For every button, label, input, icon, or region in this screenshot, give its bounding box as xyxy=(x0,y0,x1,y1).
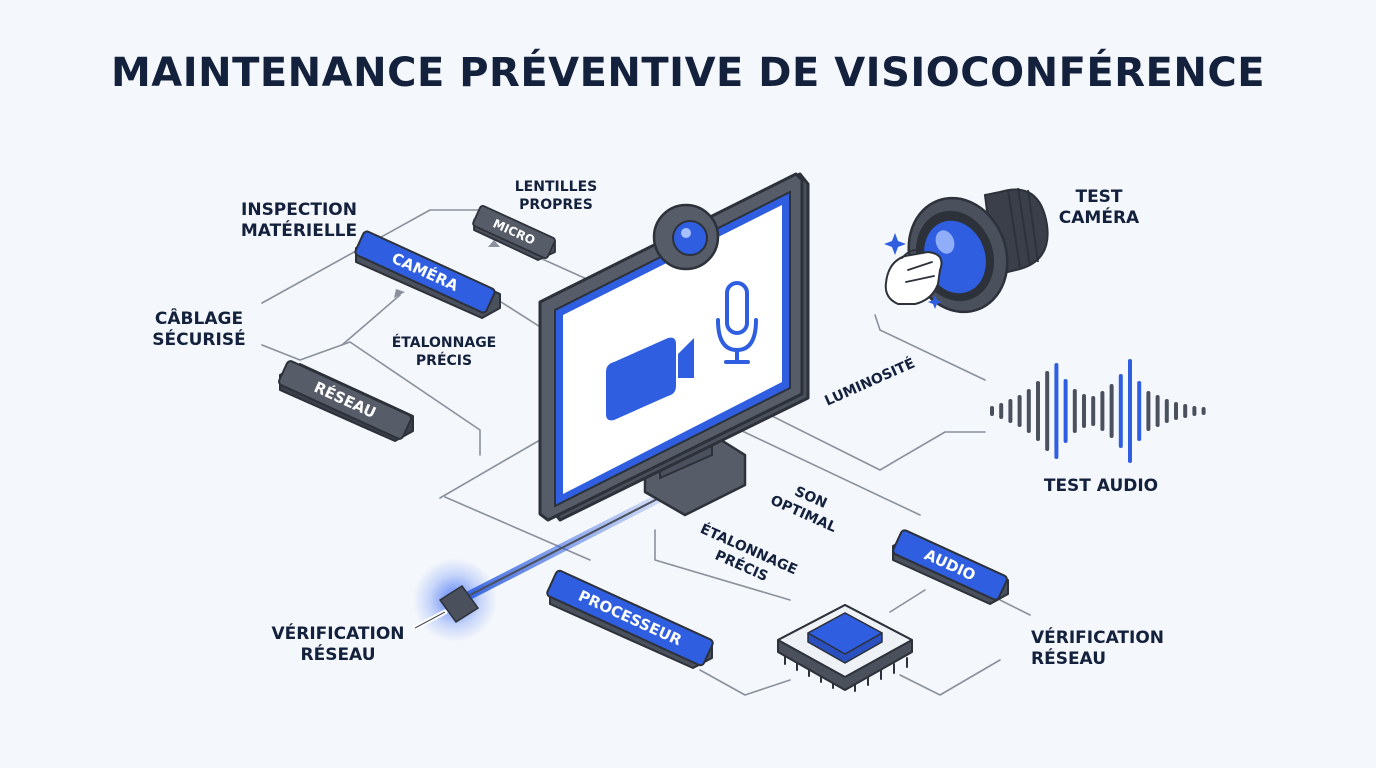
microphone-icon xyxy=(716,281,758,364)
arrow-heads xyxy=(394,240,500,298)
tag-micro: MICRO xyxy=(472,205,556,261)
tag-audio: AUDIO xyxy=(892,529,1009,605)
tag-reseau: RÉSEAU xyxy=(278,360,414,442)
network-cable xyxy=(412,490,670,642)
webcam xyxy=(652,203,720,271)
label-test-camera: TEST CAMÉRA xyxy=(1058,187,1140,228)
label-verification-reseau-left: VÉRIFICATION RÉSEAU xyxy=(271,624,405,665)
chip-icon xyxy=(777,604,913,692)
sparkle-icon xyxy=(884,233,942,309)
video-camera-icon xyxy=(606,337,694,421)
waveform-icon xyxy=(990,359,1206,463)
tag-processeur: PROCESSEUR xyxy=(546,569,714,669)
label-inspection-materielle: INSPECTION MATÉRIELLE xyxy=(240,200,358,241)
label-test-audio: TEST AUDIO xyxy=(1043,476,1159,496)
label-verification-reseau-right: VÉRIFICATION RÉSEAU xyxy=(1031,628,1165,669)
connector-lines xyxy=(261,209,1031,696)
label-cablage-securise: CÂBLAGE SÉCURISÉ xyxy=(152,309,246,350)
label-lentilles-propres: LENTILLES PROPRES xyxy=(514,179,598,213)
label-etalonnage-precis-1: ÉTALONNAGE PRÉCIS xyxy=(391,335,497,369)
page-title: MAINTENANCE PRÉVENTIVE DE VISIOCONFÉRENC… xyxy=(110,50,1266,96)
cleaning-hand-icon xyxy=(884,249,943,305)
tag-camera: CAMÉRA xyxy=(354,230,501,319)
